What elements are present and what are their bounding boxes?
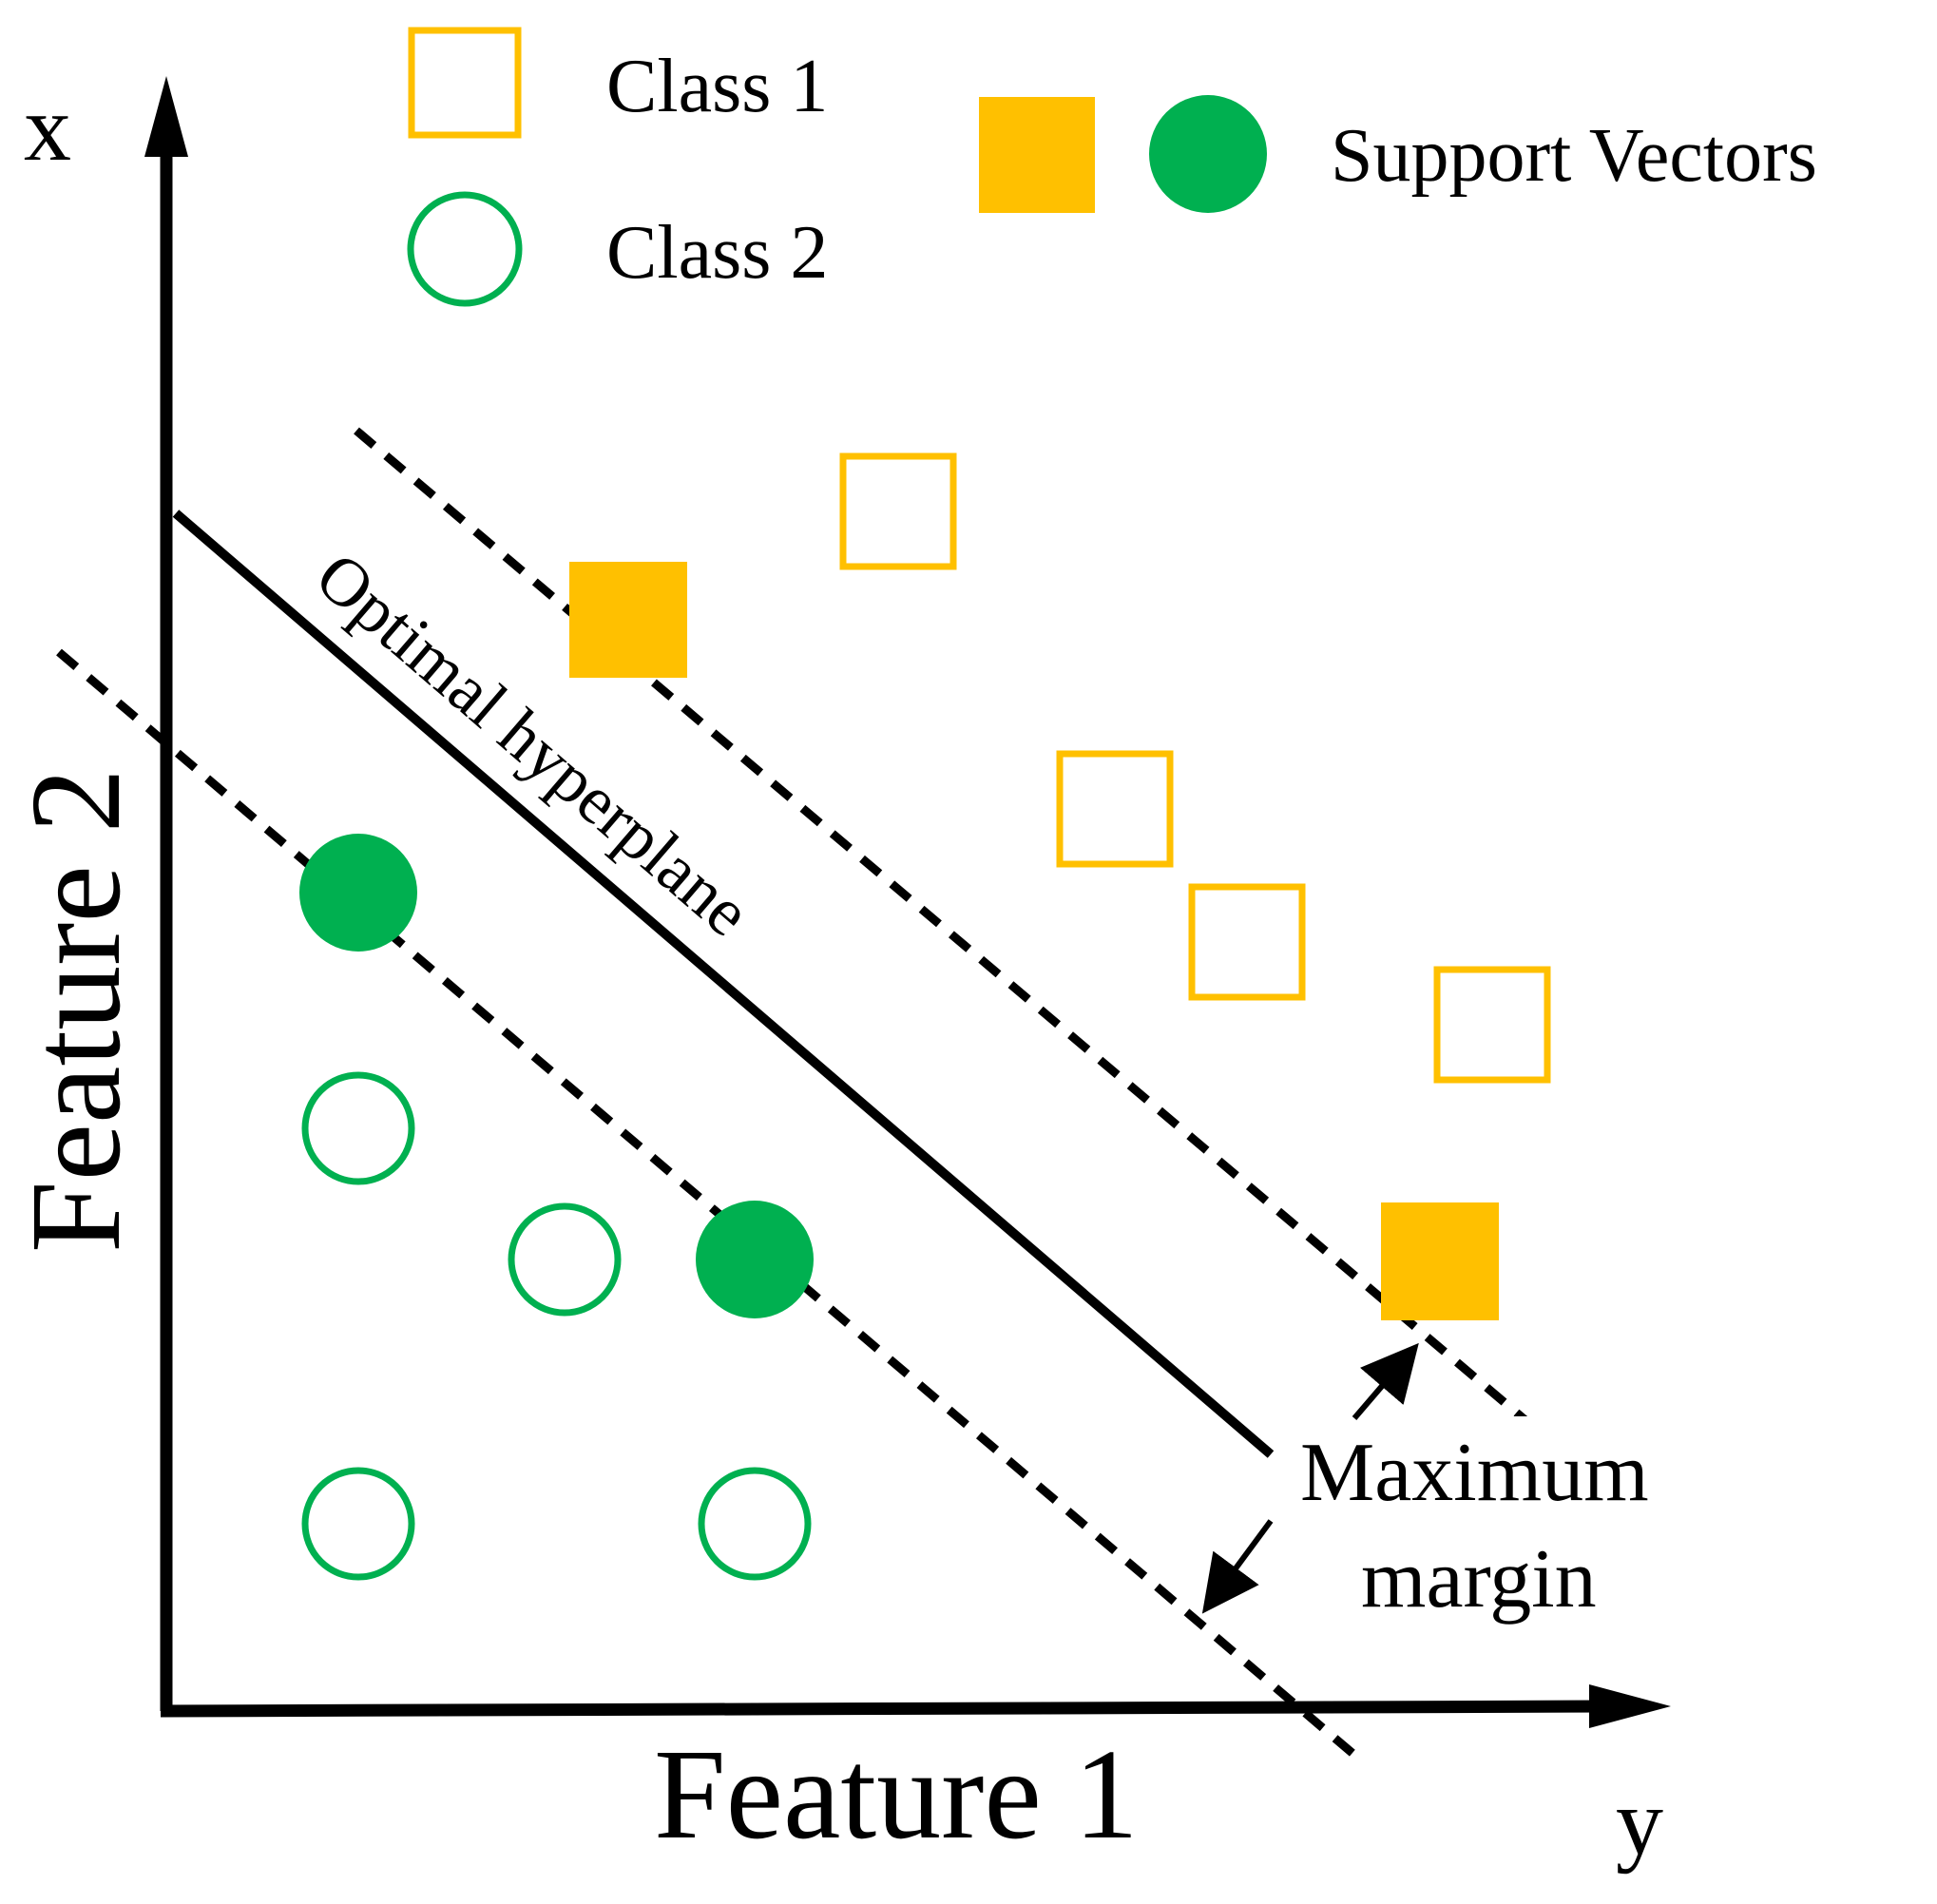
class1-support-vector [1381, 1202, 1499, 1320]
legend-support-vector-square [979, 97, 1095, 213]
legend-class1-label: Class 1 [606, 45, 828, 128]
margin-label-line1: Maximum [1300, 1427, 1649, 1519]
legend-class2-label: Class 2 [606, 211, 828, 295]
class2-points [301, 1071, 812, 1581]
class1-support-vector [569, 562, 687, 678]
class2-point [301, 1071, 415, 1185]
legend-class2-marker [407, 191, 523, 307]
class1-point [1433, 966, 1551, 1084]
legend-class1-marker [408, 27, 522, 139]
lower-margin-line [56, 648, 1364, 1764]
y-axis-arrowhead [144, 76, 188, 157]
class1-point [1188, 883, 1306, 1001]
margin-label-backdrop [1274, 1416, 1692, 1625]
class1-point [1056, 750, 1174, 868]
class1-point [839, 452, 957, 570]
x-axis-arrowhead [1589, 1684, 1671, 1728]
legend-support-vectors-label: Support Vectors [1331, 114, 1817, 198]
x-axis-line [160, 1700, 1617, 1718]
class2-support-vector [299, 834, 417, 952]
y-axis-label: Feature 2 [5, 768, 147, 1253]
optimal-hyperplane-line [172, 510, 1275, 1458]
class1-points [839, 452, 1551, 1084]
class2-point [698, 1467, 812, 1581]
margin-arrow-up [1352, 1342, 1419, 1420]
x-axis-end-label: y [1616, 1769, 1663, 1875]
x-axis-label: Feature 1 [654, 1723, 1139, 1866]
class2-point [508, 1202, 622, 1317]
legend-support-vector-circle [1149, 95, 1267, 213]
class2-support-vector [696, 1201, 814, 1318]
y-axis-end-label: x [24, 75, 71, 181]
margin-label-line2: margin [1361, 1533, 1597, 1625]
margin-arrow-down [1201, 1519, 1274, 1614]
upper-margin-line [354, 427, 1535, 1430]
class2-point [301, 1467, 415, 1581]
